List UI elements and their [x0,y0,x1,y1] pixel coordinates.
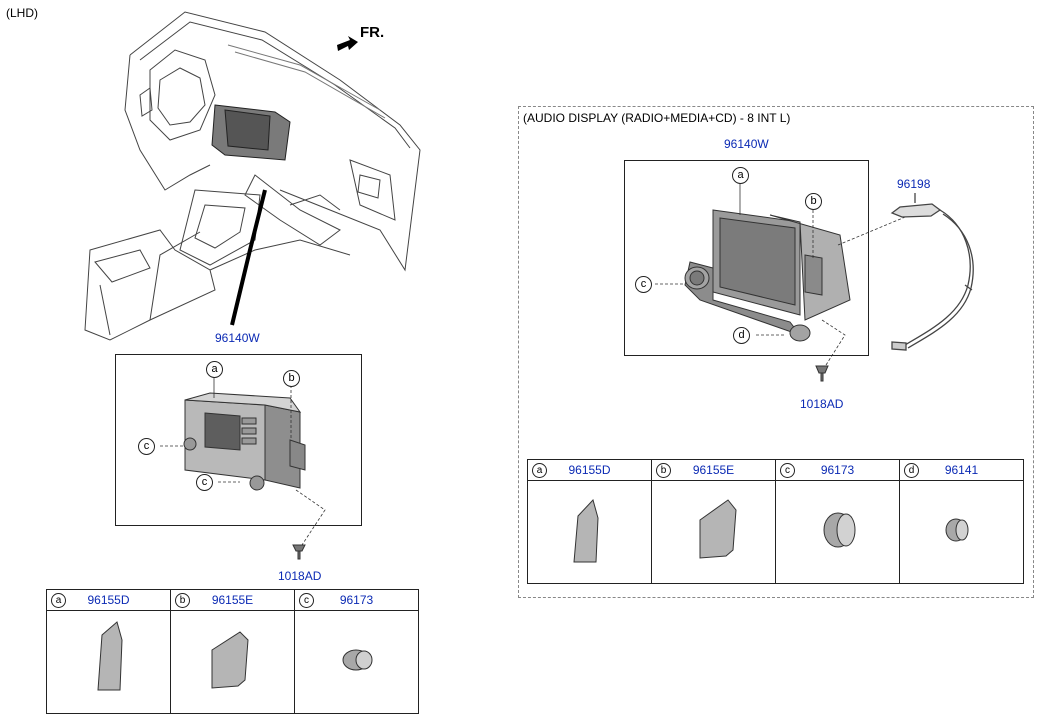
table-part-code[interactable]: 96155E [211,593,254,607]
right-table-cell-b: b 96155E [651,459,776,584]
table-letter: c [299,593,314,608]
right-variant-frame [518,106,1034,598]
right-part-number[interactable]: 96140W [724,137,769,151]
cable-part-number[interactable]: 96198 [897,177,931,191]
right-callout-d: d [733,327,750,344]
left-callout-b: b [283,370,300,387]
right-table-parts [573,499,969,563]
right-table-cell-a: a 96155D [527,459,652,584]
left-table-parts [97,621,373,691]
right-callout-b: b [805,193,822,210]
dash-headunit [211,104,291,161]
left-table-cell-b: b 96155E [170,589,295,714]
right-table-cell-d: d 96141 [899,459,1024,584]
table-part-code[interactable]: 96155E [692,463,735,477]
left-callout-c-upper: c [138,438,155,455]
right-callout-a: a [732,167,749,184]
right-screw-part-number[interactable]: 1018AD [800,397,844,411]
table-letter: b [175,593,190,608]
cable-96198 [890,193,974,351]
table-letter: b [656,463,671,478]
right-table-cell-c: c 96173 [775,459,900,584]
right-screw [815,365,829,382]
right-audio-unit [684,209,851,342]
left-screw [292,544,306,560]
lhd-label: (LHD) [6,6,38,20]
table-part-code[interactable]: 96155D [568,463,611,477]
table-part-code[interactable]: 96173 [820,463,855,477]
left-callout-c-lower: c [196,474,213,491]
leader-thick [230,189,267,326]
table-part-code[interactable]: 96141 [944,463,979,477]
left-table-cell-c: c 96173 [294,589,419,714]
fr-arrow-icon [337,36,358,51]
right-unit-box [624,160,869,356]
table-letter: d [904,463,919,478]
table-letter: c [780,463,795,478]
table-part-code[interactable]: 96155D [87,593,130,607]
left-table-cell-a: a 96155D [46,589,171,714]
left-unit-box [115,354,362,526]
table-part-code[interactable]: 96173 [339,593,374,607]
table-letter: a [532,463,547,478]
right-variant-title: (AUDIO DISPLAY (RADIO+MEDIA+CD) - 8 INT … [523,111,791,125]
left-screw-part-number[interactable]: 1018AD [278,569,322,583]
left-part-number[interactable]: 96140W [215,331,260,345]
right-callout-c: c [635,276,652,293]
fr-label: FR. [360,24,385,41]
dashboard-illustration [84,11,421,341]
left-callout-a: a [206,361,223,378]
table-letter: a [51,593,66,608]
left-audio-unit [183,392,306,491]
